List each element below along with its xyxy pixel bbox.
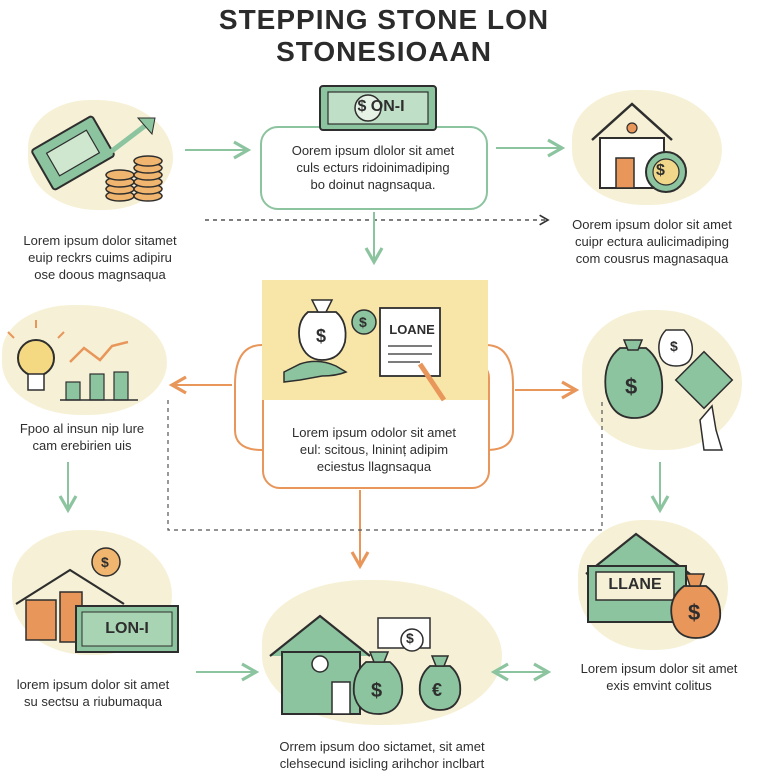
- dollar-symbol-icon: $: [670, 338, 678, 354]
- text-line: ose doous magnsaqua: [34, 267, 166, 282]
- dollar-symbol-icon: $: [625, 374, 638, 399]
- dollar-bag-icon-small: [91, 547, 121, 577]
- money-bill-large-icon: [75, 605, 179, 653]
- dollar-coin-icon: [645, 151, 687, 193]
- page-title: STEPPING STONE LON: [218, 4, 550, 35]
- euro-symbol-icon: €: [432, 680, 443, 700]
- dollar-symbol-icon: $: [656, 162, 665, 179]
- text-line: Oorem ipsum dlolor sit amet: [291, 143, 455, 158]
- dollar-bag-center-icon: [352, 651, 404, 715]
- right-bottom-text: Lorem ipsum dolor sit amet exis emvint c…: [560, 660, 758, 694]
- sign-label: LLANE: [608, 576, 662, 593]
- text-line: Fpoo al insun nip lure: [19, 421, 145, 436]
- green-house-icon: [269, 614, 371, 715]
- curve-right-mid: [485, 344, 514, 451]
- curve-left-mid: [234, 344, 263, 451]
- coin-icon: [351, 309, 377, 335]
- text-line: Lorem ipsum dolor sitamet: [23, 233, 177, 248]
- dollar-symbol-icon: $: [316, 326, 327, 346]
- orange-dollar-bag-icon: [670, 573, 722, 639]
- money-bill-icon: [31, 115, 115, 191]
- growth-arrow-icon: [98, 117, 156, 162]
- hand-icon: [283, 360, 348, 383]
- top-banner-label: $ ON-I: [357, 98, 405, 115]
- dollar-note-icon: [377, 617, 431, 652]
- text-line: Lorem ipsum odolor sit amet: [291, 425, 456, 440]
- text-line: eciestus llagnsaqua: [316, 459, 432, 474]
- text-line: com cousrus magnasaqua: [575, 251, 729, 266]
- text-line: cuipr ectura aulicimadiping: [575, 234, 729, 249]
- dollar-symbol-icon: $: [688, 600, 701, 625]
- dollar-symbol-icon: $: [371, 680, 383, 702]
- small-bag-icon: [658, 329, 694, 367]
- doc-label: LOANE: [389, 322, 435, 337]
- text-line: clehsecund isicling arihchor inclbart: [279, 756, 485, 771]
- text-line: eul: scitous, lnininț adipim: [299, 442, 449, 457]
- percent-card-icon: [674, 350, 734, 410]
- house-sign-icon: [585, 532, 691, 623]
- text-line: su sectsu a riubumaqua: [23, 694, 163, 709]
- bar-chart-icon: [60, 340, 138, 401]
- dollar-symbol-icon: $: [359, 314, 367, 330]
- dashed-loop: [167, 400, 603, 531]
- right-top-text: Oorem ipsum dolor sit amet cuipr ectura …: [554, 216, 750, 267]
- text-line: euip reckrs cuims adipiru: [28, 250, 172, 265]
- center-top-text: Oorem ipsum dlolor sit amet culs ecturs …: [262, 142, 484, 193]
- left-mid-text: Fpoo al insun nip lure cam erebirien uis: [4, 420, 160, 454]
- coins-icon: [105, 155, 163, 202]
- text-line: cam erebirien uis: [32, 438, 132, 453]
- money-bag-icon-right: [604, 339, 664, 419]
- center-mid-text: Lorem ipsum odolor sit amet eul: scitous…: [262, 424, 486, 475]
- center-bottom-text: Orrem ipsum doo sictamet, sit amet clehs…: [232, 738, 532, 772]
- money-bag-icon: [298, 299, 347, 361]
- text-line: Oorem ipsum dolor sit amet: [572, 217, 732, 232]
- left-bottom-text: lorem ipsum dolor sit amet su sectsu a r…: [0, 676, 186, 710]
- text-line: Orrem ipsum doo sictamet, sit amet: [279, 739, 485, 754]
- text-line: lorem ipsum dolor sit amet: [16, 677, 170, 692]
- text-line: bo doinut nagnsaqua.: [310, 177, 436, 192]
- text-line: exis emvint colitus: [606, 678, 712, 693]
- dollar-symbol-icon: $: [101, 554, 109, 570]
- text-line: Lorem ipsum dolor sit amet: [580, 661, 738, 676]
- dollar-symbol-icon: $: [406, 630, 414, 646]
- money-transfer-icon: [319, 85, 437, 131]
- pen-icon: [417, 362, 447, 402]
- page-subtitle: STONESIOAAN: [276, 36, 492, 67]
- left-top-text: Lorem ipsum dolor sitamet euip reckrs cu…: [10, 232, 190, 283]
- text-line: culs ecturs ridoinimadiping: [296, 160, 450, 175]
- bill-label: LON-I: [105, 620, 149, 637]
- document-icon: [379, 307, 441, 377]
- euro-bag-icon: [418, 655, 462, 711]
- lightbulb-icon: [7, 320, 65, 391]
- hand-pointer-icon: [699, 404, 724, 451]
